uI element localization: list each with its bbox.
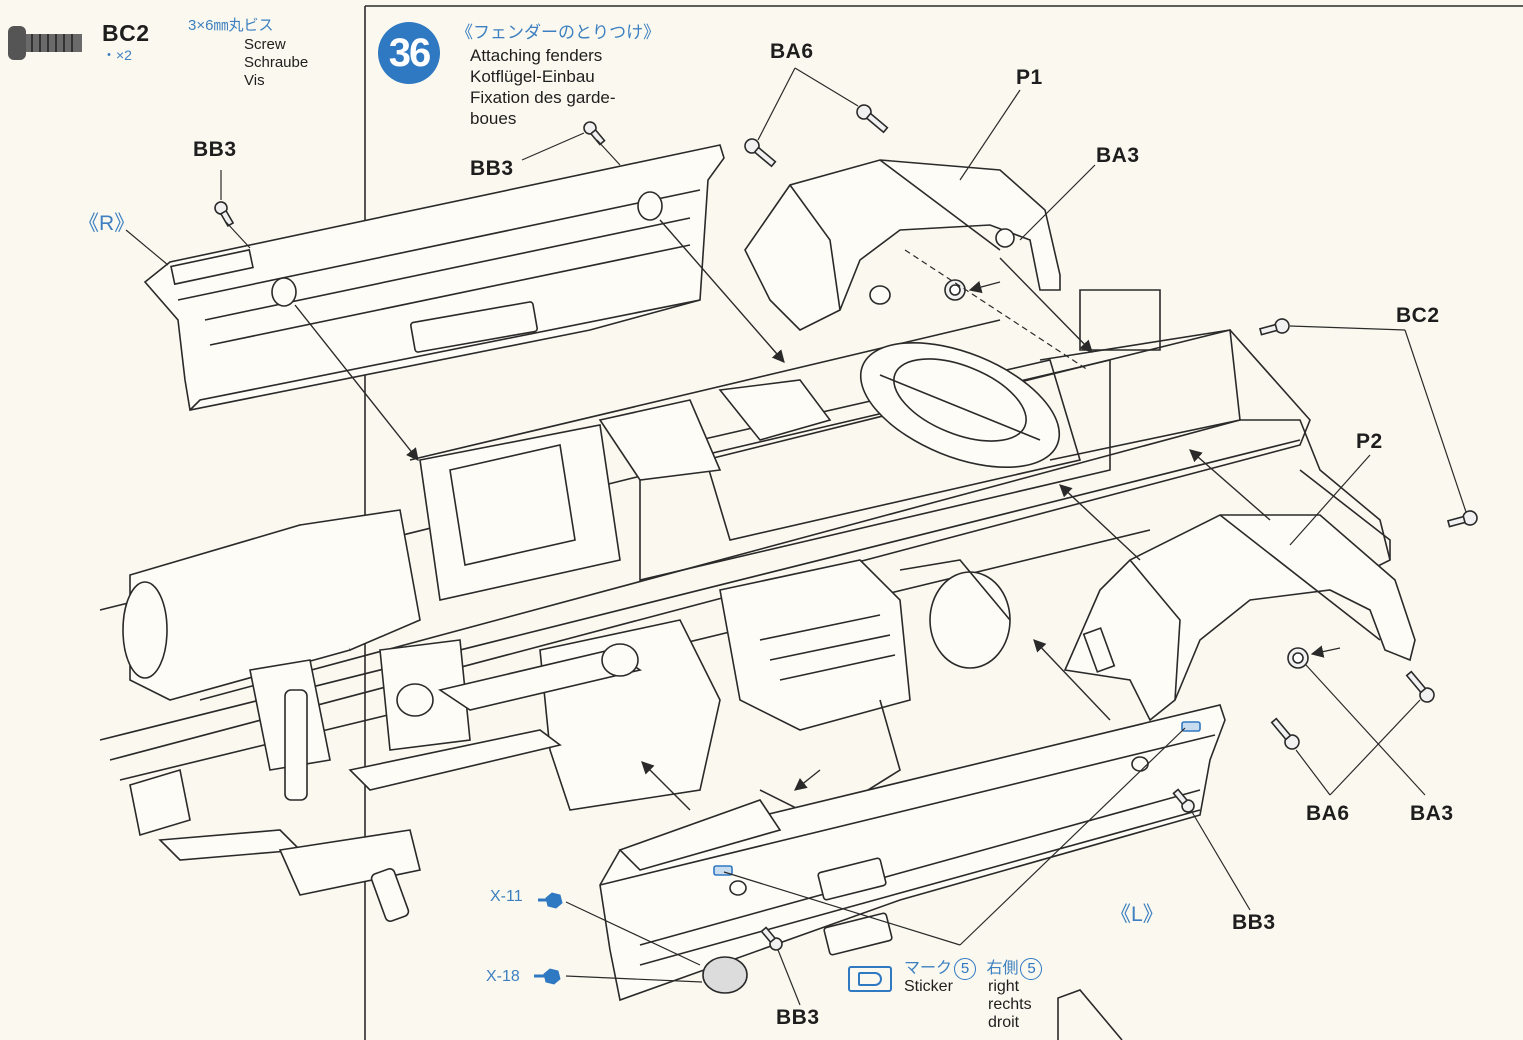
- step-title-de: Kotflügel-Einbau: [470, 67, 595, 86]
- label-p1: P1: [1016, 66, 1043, 89]
- assembly-arrows: [294, 219, 1341, 811]
- bc2-quantity: ・×2: [102, 47, 132, 63]
- sticker-mark-number: 5: [954, 957, 977, 980]
- sticker-right-de: rechts: [988, 996, 1032, 1013]
- sticker-right-fr: droit: [988, 1014, 1020, 1031]
- drivetrain: [122, 379, 1011, 821]
- step-number-badge: 36: [378, 22, 440, 84]
- label-bb3-left: BB3: [193, 138, 237, 161]
- sticker-side-jp: 右側: [986, 960, 1019, 977]
- mudguard-p2: [1063, 514, 1416, 722]
- hex-markers: [534, 892, 563, 985]
- page-corner-bracket: [1057, 989, 1123, 1040]
- label-bb3-bottom: BB3: [776, 1006, 820, 1029]
- fender-left: [599, 704, 1226, 1002]
- label-x18: X-18: [486, 968, 520, 985]
- label-ba3-bottom: BA3: [1410, 802, 1454, 825]
- sticker-right-en: right: [988, 978, 1020, 995]
- bc2-code-label: BC2: [102, 20, 150, 46]
- label-l-side: 《L》: [1110, 903, 1164, 926]
- leader-lines: [125, 67, 1467, 1006]
- mudguard-p1: [744, 159, 1061, 331]
- label-bc2-right: BC2: [1396, 304, 1440, 327]
- label-r-side: 《R》: [78, 212, 136, 235]
- bc2-fr-name: Vis: [244, 72, 265, 89]
- step-title-jp: 《フェンダーのとりつけ》: [456, 23, 661, 42]
- fifth-wheel: [859, 341, 1061, 469]
- sticker-side-number: 5: [1020, 957, 1043, 980]
- bc2-de-name: Schraube: [244, 54, 309, 71]
- sticker-mark-jp: マーク: [904, 960, 953, 977]
- label-ba6-bottom: BA6: [1306, 802, 1350, 825]
- label-x11: X-11: [490, 888, 523, 905]
- label-p2: P2: [1356, 430, 1383, 453]
- step-title-fr-2: boues: [470, 109, 517, 128]
- step-title-en: Attaching fenders: [470, 46, 603, 65]
- sticker-legend-en: Sticker: [904, 978, 953, 995]
- bc2-en-name: Screw: [244, 36, 286, 53]
- label-bb3-right: BB3: [1232, 911, 1276, 934]
- label-ba6-top: BA6: [770, 40, 814, 63]
- bc2-screw-icon: [8, 26, 82, 60]
- fender-right: [143, 144, 725, 411]
- front-suspension: [129, 639, 642, 922]
- label-ba3-top: BA3: [1096, 144, 1140, 167]
- label-bb3-top: BB3: [470, 157, 514, 180]
- step-title-fr-1: Fixation des garde-: [470, 88, 616, 107]
- sticker-icon: [848, 966, 892, 992]
- bc2-jp-name: 3×6㎜丸ビス: [188, 17, 274, 34]
